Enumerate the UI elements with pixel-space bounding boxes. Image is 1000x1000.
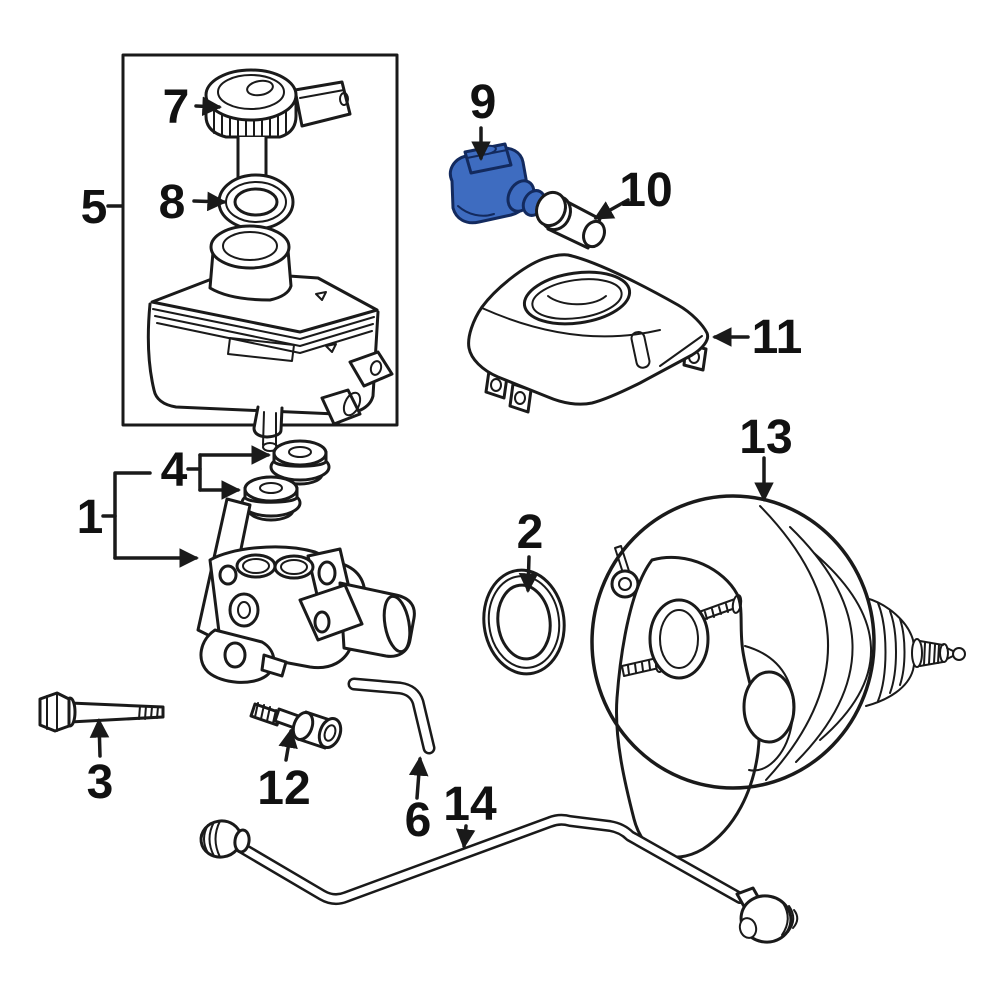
callout-4-label: 4 bbox=[161, 444, 188, 497]
callout-3-label: 3 bbox=[87, 756, 114, 809]
part-5-reservoir bbox=[146, 224, 394, 452]
callout-6-arrow bbox=[408, 756, 429, 800]
callout-9-label: 9 bbox=[470, 76, 497, 129]
callout-5-label: 5 bbox=[81, 181, 108, 234]
callout-12-label: 12 bbox=[257, 762, 310, 815]
callout-4-bracket bbox=[186, 445, 271, 500]
callout-13-label: 13 bbox=[739, 411, 792, 464]
part-12-socket-screw bbox=[249, 702, 343, 750]
callout-10-arrow bbox=[593, 198, 630, 220]
callout-lines bbox=[89, 96, 774, 849]
callout-14-arrow bbox=[455, 824, 476, 849]
part-2-seal-ring bbox=[482, 568, 566, 676]
callout-labels: 1 2 3 4 5 6 7 8 9 10 11 12 13 14 bbox=[77, 76, 803, 847]
callout-8-arrow bbox=[192, 191, 227, 212]
callout-1-bracket bbox=[101, 471, 199, 568]
part-13-brake-booster bbox=[590, 494, 966, 859]
callout-14-label: 14 bbox=[443, 778, 497, 831]
callout-10-label: 10 bbox=[619, 164, 672, 217]
part-4-grommet-top bbox=[269, 439, 331, 486]
callout-12-arrow bbox=[278, 728, 298, 762]
part-6-elbow-hose bbox=[347, 677, 436, 755]
callout-1-label: 1 bbox=[77, 491, 104, 544]
callout-2-arrow bbox=[518, 555, 539, 593]
callout-8-label: 8 bbox=[159, 176, 186, 229]
callout-7-label: 7 bbox=[163, 81, 190, 134]
part-10-grommet bbox=[535, 190, 606, 250]
diagram-art: 1 2 3 4 5 6 7 8 9 10 11 12 13 14 bbox=[38, 53, 966, 944]
callout-11-label: 11 bbox=[752, 311, 803, 364]
part-3-hex-bolt bbox=[38, 691, 165, 733]
callout-7-arrow bbox=[194, 96, 222, 117]
part-4-grommets bbox=[240, 439, 331, 522]
part-1-master-cylinder bbox=[196, 497, 416, 684]
callout-6-label: 6 bbox=[405, 794, 432, 847]
part-8-reservoir-seal bbox=[217, 173, 295, 231]
part-4-grommet-bottom bbox=[240, 475, 302, 522]
part-14-vacuum-tube bbox=[199, 813, 799, 944]
callout-2-label: 2 bbox=[517, 506, 544, 559]
part-11-cover bbox=[467, 253, 710, 414]
callout-3-arrow bbox=[89, 718, 110, 758]
